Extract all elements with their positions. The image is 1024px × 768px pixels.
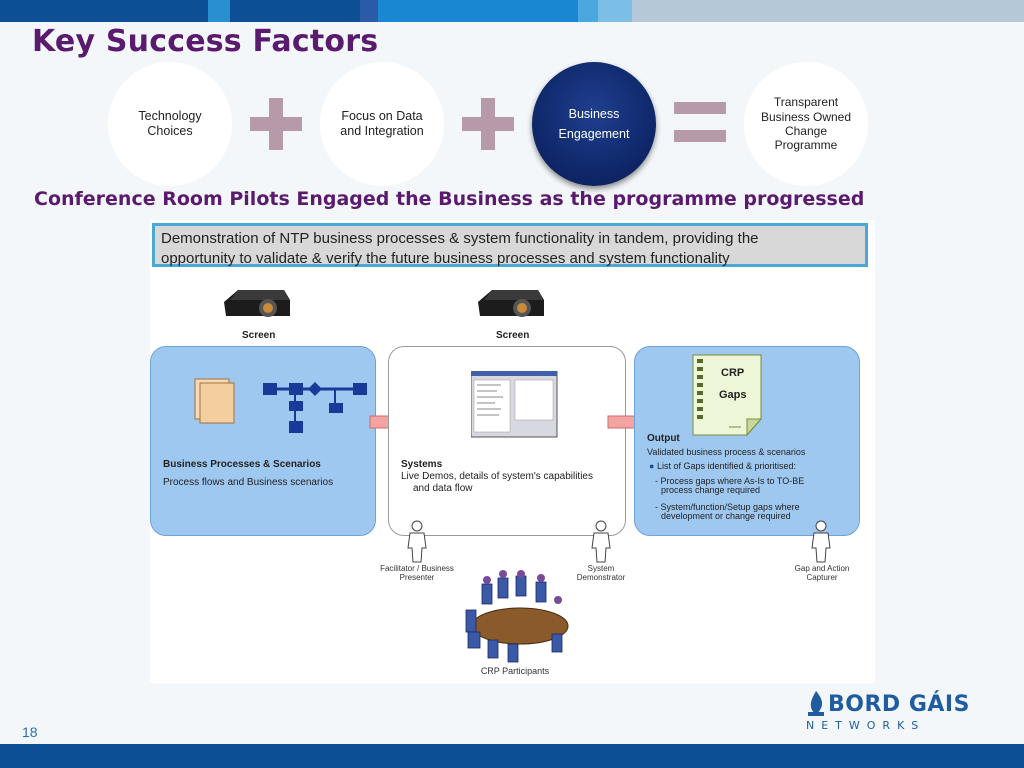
factor-label: Technology Choices	[138, 109, 202, 138]
crp-doc-text: CRP	[721, 367, 745, 379]
flame-logo-icon	[808, 691, 824, 716]
stripe-segment	[632, 0, 1024, 22]
person-label: System Demonstrator	[576, 564, 626, 583]
logo-subtext: NETWORKS	[806, 719, 926, 732]
screen-label: Screen	[242, 330, 276, 341]
factor-label: Business Engagement	[558, 107, 630, 141]
flowchart-icon	[263, 382, 367, 433]
dash-item: - Process gaps where As-Is to TO-BE proc…	[655, 476, 805, 496]
screen-label: Screen	[496, 330, 530, 341]
box-text: Process flows and Business scenarios	[163, 477, 334, 488]
person-label: Gap and Action Capturer	[794, 564, 850, 583]
equals-icon	[674, 102, 726, 144]
projector-icon	[224, 290, 290, 317]
plus-icon	[250, 98, 302, 150]
stripe-segment	[0, 0, 208, 22]
projector-icon	[478, 290, 544, 317]
stripe-segment	[578, 0, 598, 22]
business-process-box: Business Processes & Scenarios Process f…	[150, 346, 376, 536]
meeting-table-icon	[465, 570, 569, 663]
logo-text: BORD GÁIS	[828, 692, 970, 717]
dash-text: Process gaps where As-Is to TO-BE	[660, 476, 805, 486]
demo-banner: Demonstration of NTP business processes …	[152, 223, 868, 267]
bullet-text: List of Gaps identified & prioritised:	[656, 461, 797, 471]
person-label: Facilitator / Business Presenter	[380, 564, 454, 583]
dash-item: - System/function/Setup gaps where devel…	[655, 502, 800, 522]
factor-label: Focus on Data and Integration	[340, 109, 424, 138]
dash-text: System/function/Setup gaps where	[660, 502, 800, 512]
documents-icon	[194, 378, 235, 424]
plus-icon	[462, 98, 514, 150]
slide-title: Key Success Factors	[32, 24, 379, 59]
stripe-segment	[378, 0, 578, 22]
factor-circle-technology: Technology Choices	[108, 62, 232, 186]
box-title: Output	[647, 433, 680, 444]
dash-text: process change required	[661, 485, 761, 496]
stripe-segment	[230, 0, 360, 22]
output-box: CRP Gaps Output Validated business proce…	[634, 346, 860, 536]
slide-subtitle: Conference Room Pilots Engaged the Busin…	[34, 188, 865, 210]
stripe-segment	[208, 0, 230, 22]
person-icon	[591, 520, 611, 563]
box-text: Validated business process & scenarios	[647, 447, 806, 457]
person-icon	[407, 520, 427, 563]
factor-circle-business: Business Engagement	[532, 62, 656, 186]
crp-doc-text: Gaps	[719, 389, 747, 401]
page-number: 18	[22, 724, 38, 740]
result-circle: Transparent Business Owned Change Progra…	[744, 62, 868, 186]
factor-circle-data: Focus on Data and Integration	[320, 62, 444, 186]
footer-bar	[0, 744, 1024, 768]
crp-document-icon	[692, 354, 763, 437]
box-text: and data flow	[413, 483, 473, 494]
systems-box: Systems Live Demos, details of system's …	[388, 346, 626, 536]
screenshot-icon	[471, 371, 558, 438]
banner-line: Demonstration of NTP business processes …	[161, 230, 759, 247]
banner-line: opportunity to validate & verify the fut…	[161, 249, 730, 267]
person-icon	[811, 520, 831, 563]
box-title: Systems	[401, 459, 443, 470]
participants-label: CRP Participants	[480, 666, 550, 676]
box-text: Live Demos, details of system's capabili…	[401, 471, 593, 482]
box-title: Business Processes & Scenarios	[163, 459, 321, 470]
stripe-segment	[598, 0, 632, 22]
bullet-item: ● List of Gaps identified & prioritised:	[649, 461, 796, 471]
result-label: Transparent Business Owned Change Progra…	[760, 95, 852, 153]
crp-diagram: Demonstration of NTP business processes …	[150, 220, 875, 683]
stripe-segment	[360, 0, 378, 22]
bullet-dot-icon: ●	[649, 461, 655, 471]
dash-text: development or change required	[661, 511, 791, 522]
